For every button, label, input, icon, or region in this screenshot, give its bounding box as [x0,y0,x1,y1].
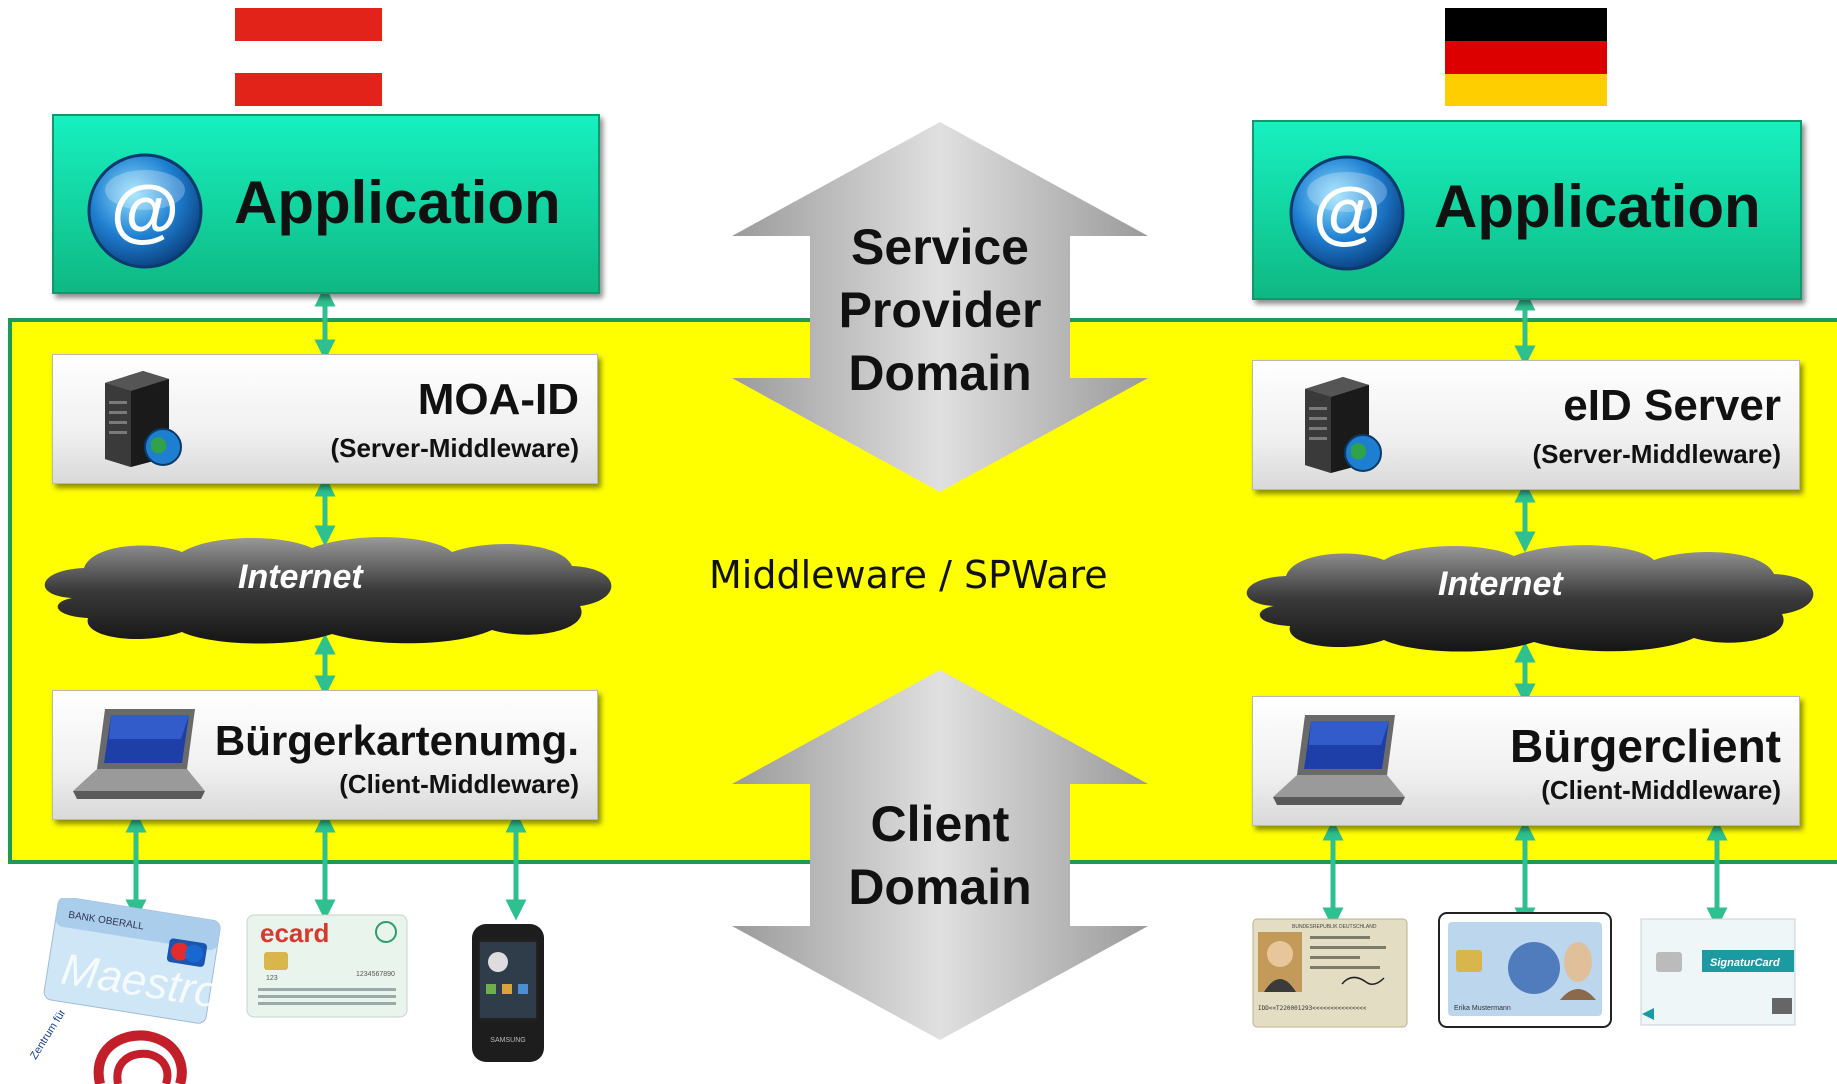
at-icon: @ [1289,155,1405,271]
maestro-bank-card: BANK OBERALL Maestro [43,898,223,1024]
laptop-icon [73,709,205,799]
signatur-card: SignaturCard [1640,918,1796,1026]
left-internet-label: Internet [238,558,363,596]
eid-server-subtitle: (Server-Middleware) [1532,439,1781,469]
laptop-icon [1273,715,1405,805]
german-id-card: BUNDESREPUBLIK DEUTSCHLAND IDD<<T2200012… [1252,918,1408,1028]
server-icon [105,371,182,467]
eid-server-title: eID Server [1563,381,1781,430]
moa-id-subtitle: (Server-Middleware) [330,433,579,463]
ecard-small: 123 [266,975,278,982]
right-application-title: Application [1434,173,1761,240]
middleware-spware-label: Middleware / SPWare [709,553,1108,597]
domain-line: Client [870,796,1010,852]
svg-text:@: @ [111,171,179,249]
austria-flag [235,8,382,106]
moa-id-box[interactable]: MOA-ID (Server-Middleware) [52,354,598,484]
service-provider-domain-arrow [732,122,1148,492]
buergerkartenumgebung-title: Bürgerkartenumg. [214,717,579,764]
domain-line: Provider [838,282,1042,338]
buergerclient-box[interactable]: Bürgerclient (Client-Middleware) [1252,696,1800,826]
ecard-logo: ecard [260,918,329,948]
domain-line: Domain [848,345,1032,401]
ecard-number: 1234567890 [356,971,395,978]
domain-line: Domain [848,859,1032,915]
right-internet-cloud [1246,545,1814,652]
phone-brand: SAMSUNG [490,1037,525,1044]
right-application-box[interactable]: @ Application [1252,120,1802,300]
smartphone-icon: SAMSUNG [472,924,544,1062]
eid-card-name: Erika Mustermann [1454,1005,1511,1012]
at-icon: @ [87,153,203,269]
id-card-mrz: IDD<<T220001293<<<<<<<<<<<<<<< [1258,1005,1367,1012]
buergerkartenumgebung-subtitle: (Client-Middleware) [339,769,579,799]
ecard: ecard 123 1234567890 [246,914,408,1018]
left-application-title: Application [234,169,561,236]
buergerclient-title: Bürgerclient [1510,720,1781,772]
id-card-header: BUNDESREPUBLIK DEUTSCHLAND [1292,924,1377,930]
svg-text:@: @ [1313,173,1381,251]
signatur-card-label: SignaturCard [1710,957,1780,969]
left-internet-cloud [44,537,612,644]
moa-id-title: MOA-ID [417,375,579,424]
right-internet-label: Internet [1438,565,1563,603]
eid-server-box[interactable]: eID Server (Server-Middleware) [1252,360,1800,490]
germany-flag [1445,8,1607,106]
server-icon [1305,377,1382,473]
buergerkartenumgebung-box[interactable]: Bürgerkartenumg. (Client-Middleware) [52,690,598,820]
left-application-box[interactable]: @ Application [52,114,600,294]
client-domain-label: Client Domain [790,793,1090,919]
buergerclient-subtitle: (Client-Middleware) [1541,775,1781,805]
service-provider-domain-label: Service Provider Domain [790,216,1090,405]
german-eid-card: Erika Mustermann [1438,912,1612,1028]
seal-logo: Zentrum für sichere Informationstechnolo… [30,1010,187,1084]
domain-line: Service [851,219,1029,275]
client-domain-arrow [732,670,1148,1040]
